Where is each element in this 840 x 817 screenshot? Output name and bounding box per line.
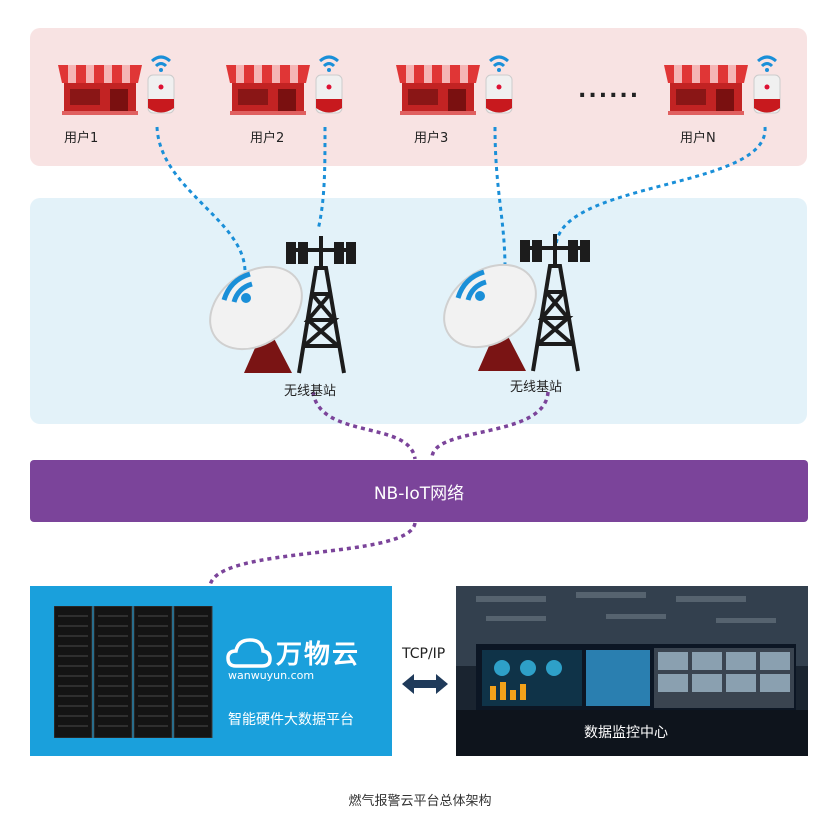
ellipsis: ...... [578, 78, 641, 103]
base-station-icon [443, 234, 590, 372]
gas-detector-icon [485, 55, 513, 114]
nb-iot-network-bar: NB-IoT网络 [30, 460, 808, 522]
gas-detector-icon [315, 55, 343, 114]
backhaul-platform [208, 522, 417, 587]
user-group-1: 用户1 [58, 55, 175, 146]
shop-icon [396, 65, 480, 115]
base-station-2: 无线基站 [438, 226, 668, 395]
user-label: 用户1 [64, 131, 99, 146]
base-station-icon [209, 236, 356, 374]
monitor-caption: 数据监控中心 [584, 725, 668, 741]
brand-domain: wanwuyun.com [228, 669, 315, 682]
bidirectional-arrow-icon [402, 674, 448, 694]
user-label: 用户N [680, 131, 716, 146]
user-label: 用户3 [414, 131, 449, 146]
shop-icon [58, 65, 142, 115]
network-label: NB-IoT网络 [373, 483, 465, 504]
monitoring-center-panel: 数据监控中心 [456, 586, 808, 756]
brand-name: 万物云 [276, 640, 361, 670]
user-group-2: 用户2 [226, 55, 343, 146]
server-rack-icon [54, 606, 213, 738]
big-data-platform-panel: 万物云 wanwuyun.com 智能硬件大数据平台 [30, 586, 392, 756]
control-room-illustration [456, 586, 808, 756]
platform-caption: 智能硬件大数据平台 [228, 712, 354, 728]
base-station-1: 无线基站 [204, 228, 434, 399]
shop-icon [226, 65, 310, 115]
diagram-caption: 燃气报警云平台总体架构 [348, 794, 492, 809]
user-label: 用户2 [250, 131, 285, 146]
cloud-logo-icon [226, 638, 272, 668]
gas-detector-icon [147, 55, 175, 114]
user-group-3: 用户3 [396, 55, 513, 146]
user-group-n: 用户N [664, 55, 781, 146]
base-station-label: 无线基站 [284, 384, 337, 399]
gas-detector-icon [753, 55, 781, 114]
protocol-label: TCP/IP [402, 646, 446, 662]
shop-icon [664, 65, 748, 115]
base-station-label: 无线基站 [510, 380, 563, 395]
